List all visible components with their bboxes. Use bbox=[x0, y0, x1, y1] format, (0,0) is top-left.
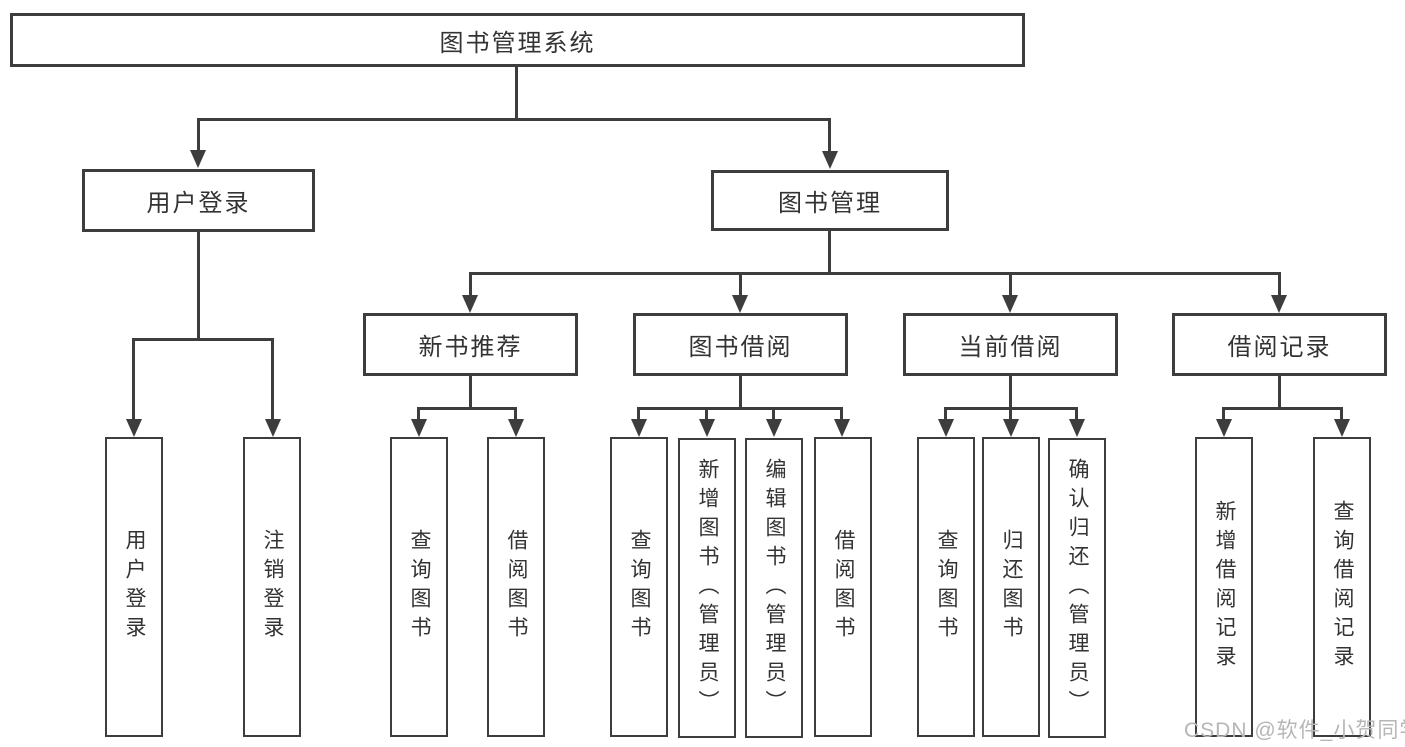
connector-drop bbox=[1009, 375, 1012, 410]
leaf-borrow-books: 借阅图书 bbox=[487, 437, 545, 737]
arrowhead-icon bbox=[699, 419, 715, 437]
arrowhead-icon bbox=[1334, 419, 1350, 437]
connector-drop bbox=[739, 375, 742, 410]
leaf-query-books: 查询图书 bbox=[917, 437, 975, 737]
connector-spread bbox=[1222, 407, 1343, 410]
connector-stem bbox=[1075, 407, 1078, 421]
arrowhead-icon bbox=[822, 151, 838, 169]
connector-stem bbox=[1340, 407, 1343, 421]
connector-root-spread bbox=[197, 118, 831, 121]
arrowhead-icon bbox=[1271, 295, 1287, 313]
connector-stem bbox=[637, 407, 640, 421]
connector-stem bbox=[944, 407, 947, 421]
connector-bookmgmt-drop bbox=[828, 231, 831, 275]
arrowhead-icon bbox=[1003, 419, 1019, 437]
arrowhead-icon bbox=[1216, 419, 1232, 437]
connector-drop bbox=[1278, 375, 1281, 410]
leaf-add-borrow-record: 新增借阅记录 bbox=[1195, 437, 1253, 737]
arrowhead-icon bbox=[766, 419, 782, 437]
connector-stem bbox=[514, 407, 517, 421]
node-user-login: 用户登录 bbox=[82, 169, 315, 232]
connector-root-drop bbox=[515, 66, 518, 121]
arrowhead-icon bbox=[508, 419, 524, 437]
connector-stem bbox=[417, 407, 420, 421]
connector-userlogin-spread bbox=[132, 338, 274, 341]
node-book-management: 图书管理 bbox=[711, 170, 949, 231]
leaf-confirm-return-admin: 确认归还（管理员） bbox=[1048, 438, 1106, 738]
connector-stem bbox=[469, 272, 472, 297]
arrowhead-icon bbox=[834, 419, 850, 437]
leaf-query-borrow-record: 查询借阅记录 bbox=[1313, 437, 1371, 737]
arrowhead-icon bbox=[126, 419, 142, 437]
arrowhead-icon bbox=[462, 295, 478, 313]
arrowhead-icon bbox=[631, 419, 647, 437]
connector-stem bbox=[1278, 272, 1281, 297]
node-book-borrowing: 图书借阅 bbox=[633, 313, 848, 376]
csdn-watermark: CSDN @软件_小贺同学 bbox=[1184, 719, 1405, 742]
arrowhead-icon bbox=[1069, 419, 1085, 437]
arrowhead-icon bbox=[411, 419, 427, 437]
connector-drop bbox=[469, 375, 472, 410]
node-new-book-recommend: 新书推荐 bbox=[363, 313, 578, 376]
connector-spread bbox=[417, 407, 517, 410]
connector-stem bbox=[1009, 272, 1012, 297]
leaf-query-books: 查询图书 bbox=[390, 437, 448, 737]
leaf-query-books: 查询图书 bbox=[610, 437, 668, 737]
leaf-return-book: 归还图书 bbox=[982, 437, 1040, 737]
node-library-management-system: 图书管理系统 bbox=[10, 13, 1025, 67]
arrowhead-icon bbox=[732, 295, 748, 313]
connector-stem bbox=[772, 407, 775, 421]
connector-stem bbox=[705, 407, 708, 421]
connector-stem bbox=[197, 118, 200, 152]
leaf-user-login: 用户登录 bbox=[105, 437, 163, 737]
leaf-borrow-books: 借阅图书 bbox=[814, 437, 872, 737]
connector-bookmgmt-spread bbox=[469, 272, 1281, 275]
connector-stem bbox=[1009, 407, 1012, 421]
connector-stem bbox=[739, 272, 742, 297]
node-current-borrowing: 当前借阅 bbox=[903, 313, 1118, 376]
node-borrow-records: 借阅记录 bbox=[1172, 313, 1387, 376]
arrowhead-icon bbox=[265, 419, 281, 437]
connector-stem bbox=[840, 407, 843, 421]
leaf-add-book-admin: 新增图书（管理员） bbox=[678, 438, 736, 738]
connector-userlogin-drop bbox=[197, 231, 200, 341]
leaf-edit-book-admin: 编辑图书（管理员） bbox=[745, 438, 803, 738]
connector-stem bbox=[271, 338, 274, 420]
arrowhead-icon bbox=[938, 419, 954, 437]
connector-stem bbox=[132, 338, 135, 420]
connector-spread bbox=[637, 407, 843, 410]
connector-stem bbox=[828, 118, 831, 153]
connector-stem bbox=[1222, 407, 1225, 421]
arrowhead-icon bbox=[190, 150, 206, 168]
leaf-logout: 注销登录 bbox=[243, 437, 301, 737]
arrowhead-icon bbox=[1002, 295, 1018, 313]
